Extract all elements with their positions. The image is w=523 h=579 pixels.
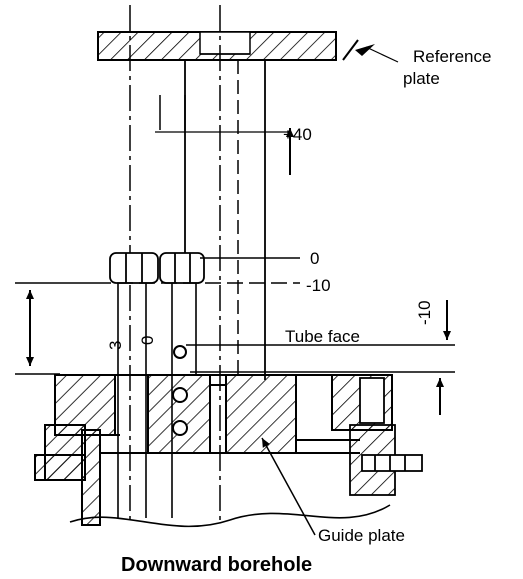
dim-right-minus10: -10	[415, 300, 434, 325]
reference-label-line1: Reference	[413, 47, 491, 66]
rod-nuts	[109, 252, 205, 284]
right-dimension	[436, 300, 451, 415]
tube-face-line	[186, 344, 455, 373]
dim-zero: 0	[310, 249, 319, 268]
left-flange	[34, 424, 101, 526]
diagram-caption: Downward borehole	[121, 554, 312, 576]
rod-label-0: 0	[138, 336, 157, 345]
left-dimension	[15, 290, 60, 375]
break-line	[69, 504, 391, 528]
reference-plate	[97, 31, 399, 63]
guide-plate	[54, 374, 393, 454]
guide-plate-leader	[261, 437, 316, 536]
right-bolt	[349, 377, 423, 496]
rod-label-3: 3	[106, 341, 125, 350]
guide-plate-label: Guide plate	[318, 526, 405, 545]
tube-face-label: Tube face	[285, 327, 360, 346]
dim-plus40: +40	[283, 125, 312, 144]
level-lines	[15, 257, 300, 284]
reference-label-line2: plate	[403, 69, 440, 88]
dim-minus10: -10	[306, 276, 331, 295]
holes	[172, 345, 188, 436]
